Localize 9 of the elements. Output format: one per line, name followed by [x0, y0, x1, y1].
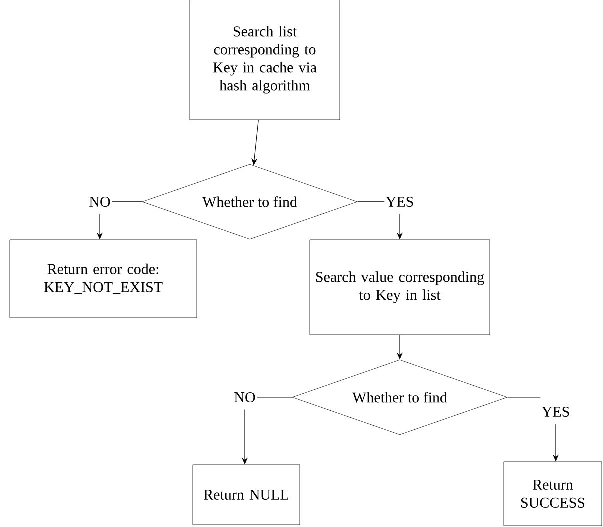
process-box: Search list corresponding to Key in cache via hash algorithm [190, 0, 340, 120]
process-box: Search value corresponding to Key in list [310, 240, 490, 336]
process-box: Return error code: KEY_NOT_EXIST [10, 240, 198, 318]
edge-label: NO [88, 196, 112, 208]
edge-label: YES [540, 406, 572, 418]
edge-label: NO [233, 391, 257, 404]
process-box: Return NULL [192, 464, 300, 526]
process-box: Return SUCCESS [504, 462, 602, 526]
edge-label: YES [384, 196, 416, 208]
